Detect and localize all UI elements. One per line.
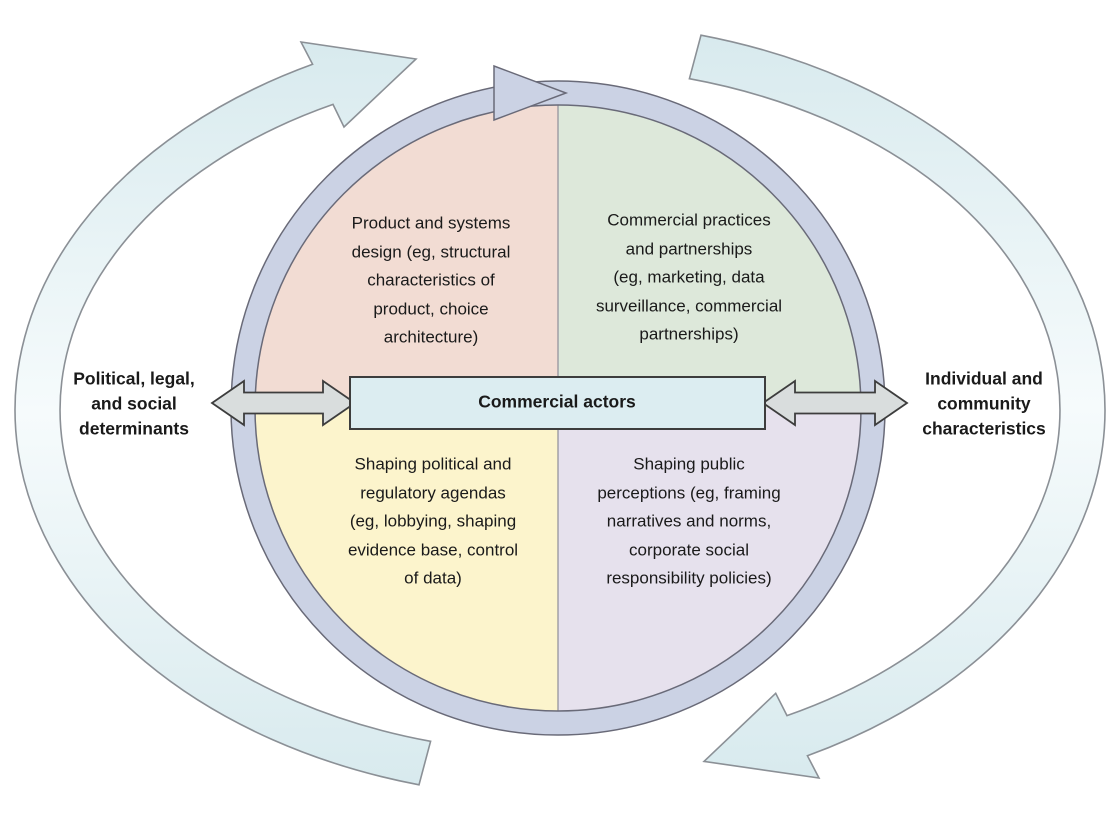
quadrant-top-right-text: Commercial practices and partnerships (e… — [595, 210, 783, 344]
quadrant-top-right — [558, 105, 861, 408]
quadrant-top-left-text: Product and systems design (eg, structur… — [351, 213, 511, 347]
banner-label: Commercial actors — [478, 391, 636, 412]
outer-cycle-arrow-right-icon — [688, 34, 1106, 780]
ring-direction-arrow-icon — [493, 64, 569, 122]
quadrant-bottom-left-text: Shaping political and regulatory agendas… — [347, 454, 519, 588]
quadrant-bottom-right-text: Shaping public perceptions (eg, framing … — [597, 454, 781, 588]
quadrant-bottom-right — [558, 408, 861, 711]
quadrant-top-left — [255, 105, 558, 408]
right-side-label: Individual and community characteristics — [922, 368, 1046, 439]
quadrant-bottom-left — [255, 408, 558, 711]
outer-cycle-arrow-left-icon — [14, 40, 432, 786]
commercial-actors-banner — [349, 376, 766, 430]
left-side-label: Political, legal, and social determinant… — [73, 368, 195, 439]
right-double-arrow-icon — [761, 379, 909, 427]
